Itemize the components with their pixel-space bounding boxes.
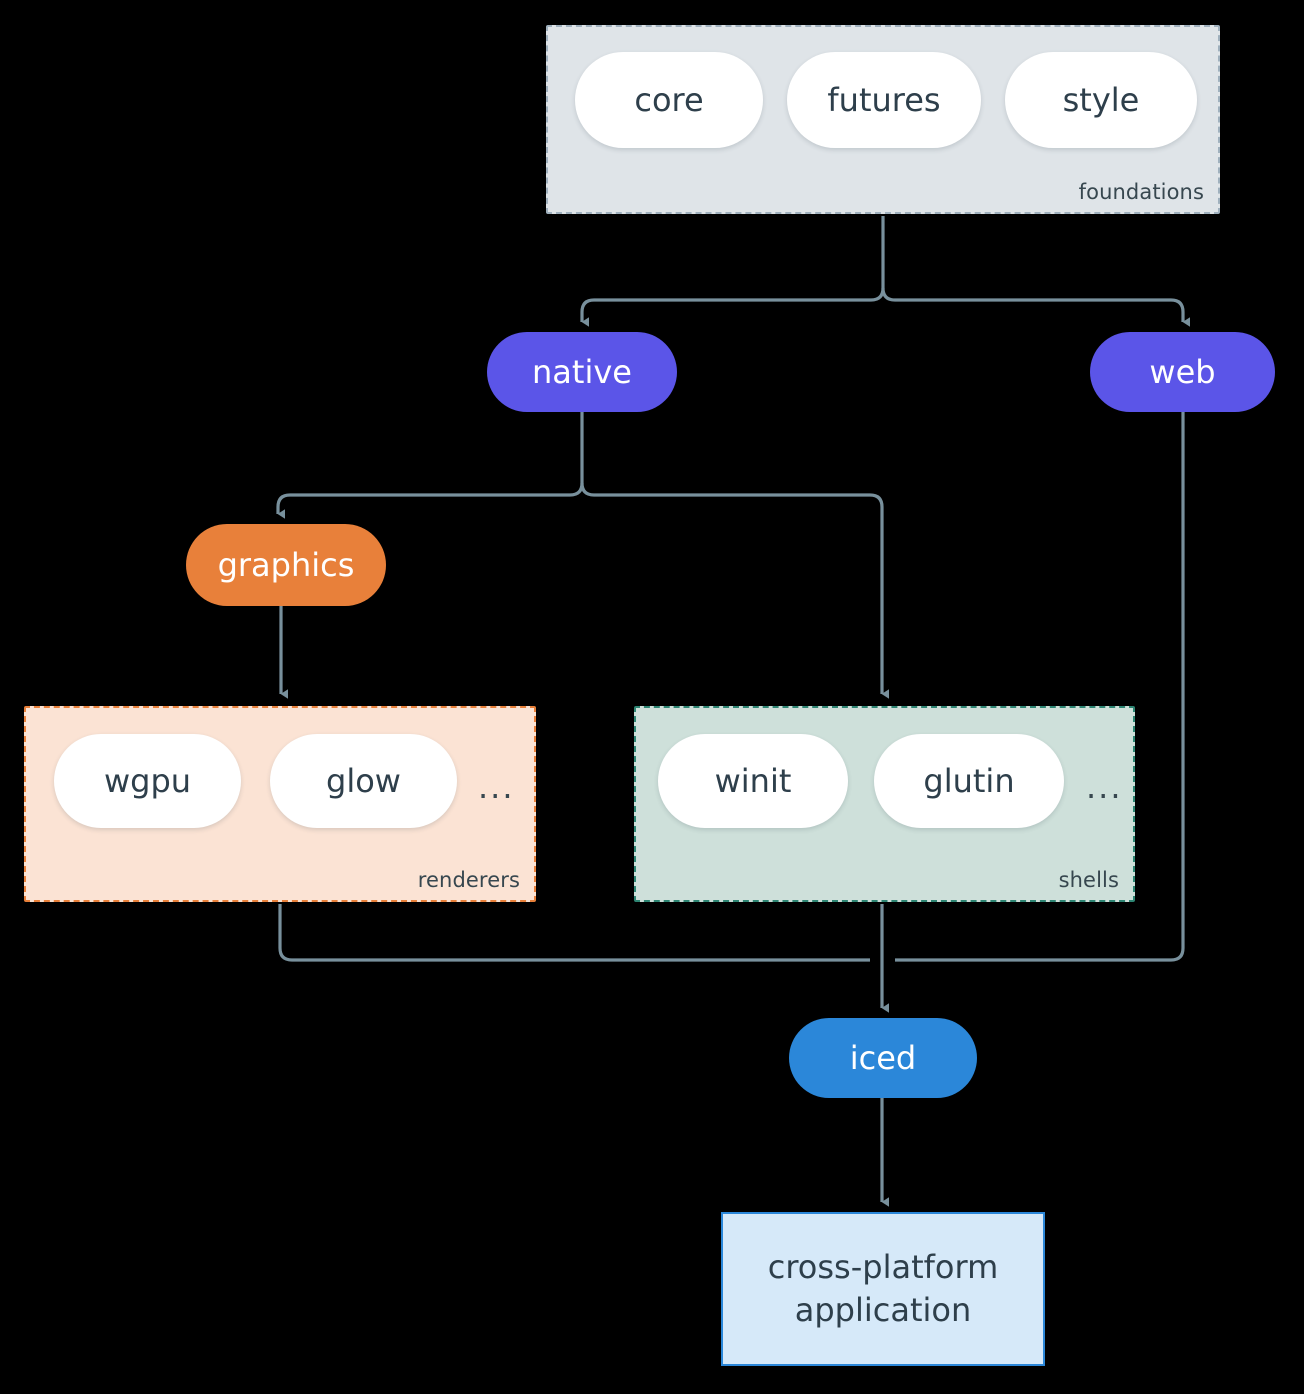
edge-native-to-graphics (276, 482, 584, 519)
edge-foundations-to-web (881, 287, 1190, 327)
group-shells: winit glutin ... shells (634, 706, 1135, 902)
member-wgpu-label: wgpu (103, 762, 192, 800)
edge-web-to-iced (895, 412, 1185, 962)
node-native[interactable]: native (487, 332, 677, 412)
node-web[interactable]: web (1090, 332, 1275, 412)
group-renderers: wgpu glow ... renderers (24, 706, 536, 902)
member-futures-label: futures (827, 81, 941, 119)
edge-foundations-to-native (580, 287, 885, 327)
edge-renderers-to-iced (278, 904, 870, 962)
member-core[interactable]: core (575, 52, 763, 148)
node-web-label: web (1149, 353, 1216, 391)
member-winit[interactable]: winit (658, 734, 848, 828)
shells-ellipsis: ... (1086, 768, 1123, 806)
member-glow[interactable]: glow (270, 734, 457, 828)
group-foundations-label: foundations (1078, 180, 1204, 204)
member-glutin-label: glutin (923, 762, 1015, 800)
member-futures[interactable]: futures (787, 52, 981, 148)
node-iced[interactable]: iced (789, 1018, 977, 1098)
member-style[interactable]: style (1005, 52, 1197, 148)
group-foundations: core futures style foundations (546, 25, 1220, 214)
member-glow-label: glow (326, 762, 401, 800)
application-label-line1: cross-platform (767, 1247, 999, 1286)
node-cross-platform-application[interactable]: cross-platform application (721, 1212, 1045, 1366)
member-winit-label: winit (714, 762, 792, 800)
member-core-label: core (634, 81, 704, 119)
node-graphics[interactable]: graphics (186, 524, 386, 606)
node-graphics-label: graphics (217, 546, 355, 584)
node-native-label: native (532, 353, 632, 391)
renderers-ellipsis: ... (478, 768, 515, 806)
group-renderers-label: renderers (417, 868, 520, 892)
node-iced-label: iced (849, 1039, 917, 1077)
application-label-line2: application (794, 1291, 972, 1329)
group-shells-label: shells (1058, 868, 1119, 892)
member-glutin[interactable]: glutin (874, 734, 1064, 828)
member-wgpu[interactable]: wgpu (54, 734, 241, 828)
edge-native-to-shells (580, 482, 889, 699)
member-style-label: style (1062, 81, 1140, 119)
